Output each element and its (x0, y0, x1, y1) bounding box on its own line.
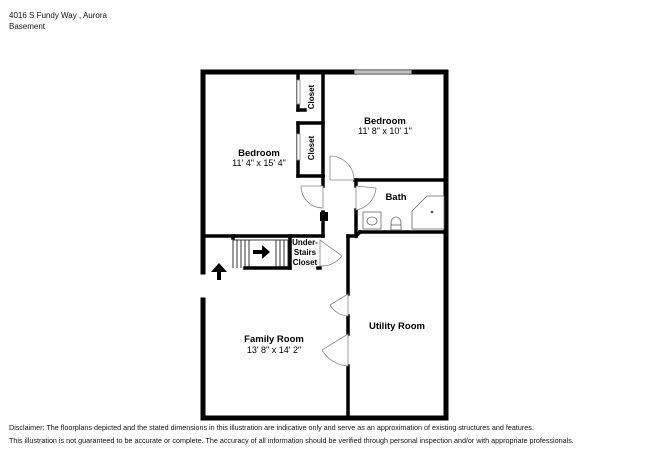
stair-arrow-right-icon (253, 245, 270, 259)
disclaimer-line-1: Disclaimer: The floorplans depicted and … (9, 423, 534, 432)
utility-room-name: Utility Room (369, 321, 425, 332)
bath-label: Bath (385, 192, 406, 203)
under-stairs-line2: Stairs (294, 248, 317, 257)
bedroom-right-dims: 11' 8" x 10' 1" (358, 126, 412, 136)
wall-column (320, 212, 328, 221)
doors (300, 155, 377, 367)
shower-icon (411, 195, 445, 230)
closet-top-label: Closet (307, 84, 316, 109)
sink-basin-icon (366, 216, 378, 226)
bedroom-left-dims: 11' 4" x 15' 4" (232, 158, 286, 168)
property-address: 4016 S Fundy Way , Aurora (9, 11, 107, 20)
toilet-tank-icon (390, 224, 402, 231)
exterior-walls (200, 69, 449, 421)
top-window (353, 69, 413, 75)
under-stairs-line1: Under- (292, 238, 318, 247)
bedroom-right-name: Bedroom (364, 116, 406, 127)
stair-arrow-up-icon (211, 263, 227, 280)
closet-doors (296, 79, 301, 161)
floor-level-label: Basement (9, 22, 46, 31)
staircase (232, 239, 290, 268)
disclaimer-line-2: This illustration is not guaranteed to b… (9, 436, 574, 445)
family-room-name: Family Room (244, 334, 304, 345)
closet-bottom-label: Closet (307, 135, 316, 160)
bedroom-left-name: Bedroom (238, 148, 280, 159)
family-room-dims: 13' 8" x 14' 2" (247, 345, 301, 355)
shower-drain-icon (430, 210, 434, 214)
under-stairs-line3: Closet (293, 258, 318, 267)
bath-fixtures (362, 195, 445, 231)
